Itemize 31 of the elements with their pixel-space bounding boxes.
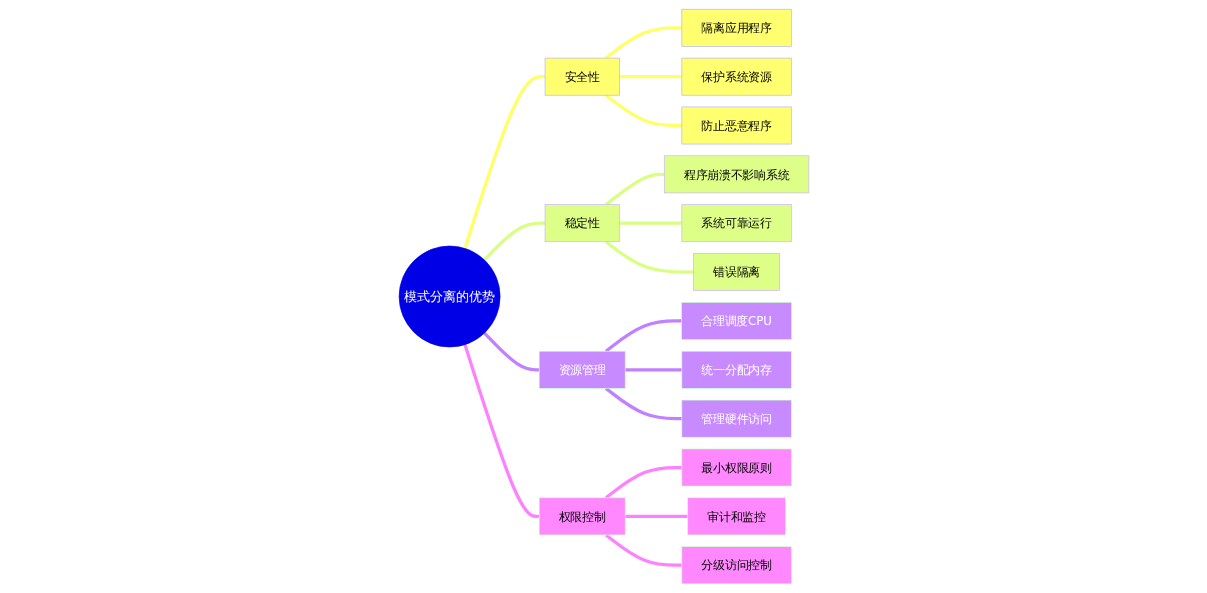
connector (462, 344, 539, 518)
connector (604, 26, 682, 60)
node-box: 管理硬件访问 (681, 399, 792, 438)
node-box: 合理调度CPU (680, 302, 792, 340)
node-box: 保护系统资源 (681, 57, 792, 96)
connector (604, 240, 694, 274)
connector (624, 514, 688, 518)
node-circle: 模式分离的优势 (398, 245, 500, 348)
connector (624, 368, 682, 372)
connector (604, 387, 682, 421)
connector (618, 75, 682, 79)
connector (482, 331, 539, 372)
node-box: 错误隔离 (692, 253, 780, 291)
connector (604, 533, 682, 567)
node-box: 稳定性 (544, 204, 620, 243)
connector (618, 221, 682, 225)
connector (482, 221, 545, 262)
node-box: 分级访问控制 (681, 546, 792, 585)
connector (604, 319, 682, 353)
node-box: 权限控制 (538, 497, 625, 536)
node-box: 统一分配内存 (681, 350, 792, 389)
node-box: 系统可靠运行 (681, 204, 792, 243)
node-box: 最小权限原则 (681, 448, 792, 487)
node-box: 防止恶意程序 (681, 106, 792, 145)
connector (604, 172, 664, 206)
node-box: 审计和监控 (686, 497, 786, 536)
node-box: 资源管理 (538, 350, 625, 389)
node-box: 隔离应用程序 (681, 8, 792, 47)
node-box: 程序崩溃不影响系统 (663, 155, 809, 194)
node-box: 安全性 (544, 57, 620, 96)
connector (462, 75, 545, 249)
